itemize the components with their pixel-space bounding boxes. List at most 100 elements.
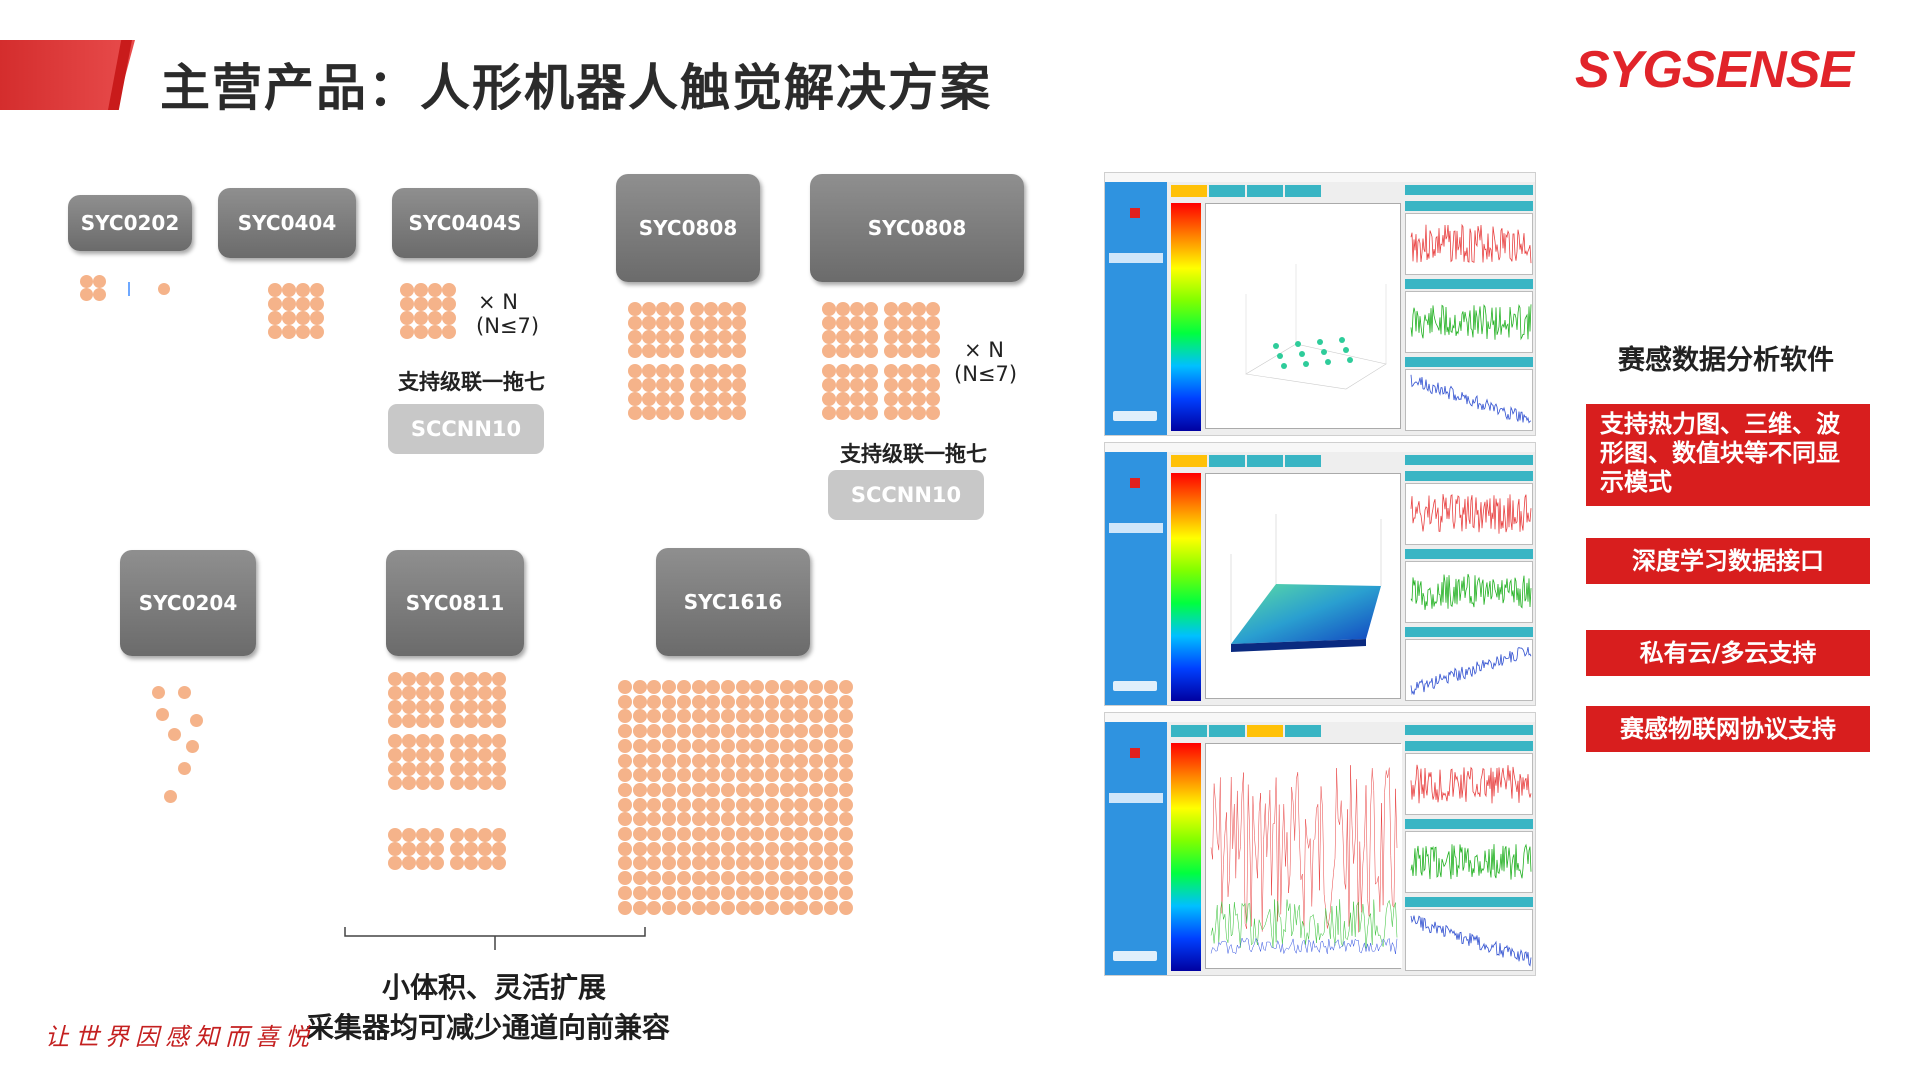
mean-pressure-chart-svg [1405, 291, 1533, 353]
sensor-dot [628, 344, 642, 358]
sensor-dot [670, 302, 684, 316]
sensor-dot [670, 364, 684, 378]
sensor-dot [765, 782, 779, 797]
peak-pressure-chart [1405, 213, 1533, 275]
sensor-dot [720, 827, 735, 841]
sensor-dot [864, 302, 878, 316]
window-sidebar [1105, 452, 1167, 705]
sensor-dot [706, 768, 721, 783]
sensor-dot [809, 900, 824, 915]
sensor-dot [884, 344, 898, 358]
sensor-dot [750, 871, 765, 886]
sensor-dot [464, 856, 478, 870]
stop-icon [1130, 478, 1140, 488]
sensor-dot [676, 709, 691, 724]
peak-pressure-chart-svg [1405, 753, 1533, 815]
sensor-dot [765, 709, 779, 724]
sensor-dot [676, 738, 691, 753]
page-title: 主营产品：人形机器人触觉解决方案 [160, 59, 992, 117]
sensor-dot [750, 768, 765, 783]
sidebar-item [1109, 637, 1163, 647]
sensor-dot [478, 686, 492, 700]
sensor-dot [662, 694, 677, 709]
sensor-dot [647, 900, 662, 915]
sensor-dot [706, 724, 721, 739]
sensor-dot [402, 776, 416, 790]
sensor-dot [823, 709, 838, 724]
sensor-dot [765, 841, 779, 856]
sensor-dot [690, 316, 704, 330]
sidebar-item [1109, 523, 1163, 533]
peak-header [1405, 201, 1533, 211]
surface-3d-svg [1230, 514, 1382, 652]
sensor-dot [690, 302, 704, 316]
sensor-dot [822, 378, 836, 392]
sensor-dot [642, 364, 656, 378]
multiplier-a-line2: (N≤7) [476, 314, 540, 338]
sensor-dot [492, 700, 506, 714]
bracket-brace [344, 927, 646, 950]
window-sidebar [1105, 182, 1167, 435]
waveform-svg [1206, 744, 1402, 968]
sensor-dot [416, 748, 430, 762]
window-tab [1285, 185, 1321, 197]
sensor-dot [442, 283, 456, 297]
sensor-dot [836, 302, 850, 316]
sensor-dot [836, 378, 850, 392]
sensor-dot [779, 724, 794, 739]
sensor-dot [428, 311, 442, 325]
sensor-dot [464, 842, 478, 856]
main-plot [1205, 743, 1402, 969]
sensor-dot [706, 680, 721, 694]
sensor-dot [656, 378, 670, 392]
sensor-dot [670, 330, 684, 344]
sensor-dot [850, 406, 864, 420]
sensor-dot [718, 406, 732, 420]
sensor-dot [691, 782, 706, 797]
sensor-dot [718, 344, 732, 358]
sensor-dot [823, 900, 838, 915]
sensor-dot [822, 406, 836, 420]
sensor-dot [779, 709, 794, 724]
sensor-dot [662, 768, 677, 783]
sensor-dot [765, 724, 779, 739]
sensor-dot [632, 724, 647, 739]
sensor-dot [838, 856, 853, 871]
sensor-dot [836, 330, 850, 344]
sensor-dot [750, 812, 765, 827]
sensor-dot [898, 364, 912, 378]
mean-header [1405, 819, 1533, 829]
sensor-dot [765, 797, 779, 812]
sensor-dot [464, 686, 478, 700]
window-tab [1209, 725, 1245, 737]
sensor-dot [430, 856, 444, 870]
sidebar-item [1109, 234, 1163, 244]
sensor-dot [732, 406, 746, 420]
sensor-dot [450, 700, 464, 714]
sensor-dot [912, 364, 926, 378]
sensor-dot [823, 738, 838, 753]
sensor-dot [662, 856, 677, 871]
brand-logo: SYGSENSE [1575, 41, 1854, 99]
sensor-dot [823, 724, 838, 739]
sensor-dot [478, 672, 492, 686]
sensor-dot [662, 782, 677, 797]
sensor-dot [838, 753, 853, 768]
sensor-dot [158, 283, 170, 295]
sensor-dot [822, 364, 836, 378]
sensor-dot [765, 885, 779, 900]
sensor-dot [850, 316, 864, 330]
cascade-caption-a: 支持级联一拖七 [398, 370, 545, 394]
sensor-dot [282, 325, 296, 339]
sensor-dot [676, 680, 691, 694]
sensor-dot [884, 302, 898, 316]
sensor-dot [662, 841, 677, 856]
sensor-dot [836, 406, 850, 420]
sensor-dot [706, 812, 721, 827]
sensor-dot [450, 828, 464, 842]
feature-deep-learning: 深度学习数据接口 [1586, 538, 1870, 584]
sensor-dot [618, 827, 632, 841]
sensor-dot [836, 392, 850, 406]
sensor-dot [647, 827, 662, 841]
sensor-dot [750, 694, 765, 709]
